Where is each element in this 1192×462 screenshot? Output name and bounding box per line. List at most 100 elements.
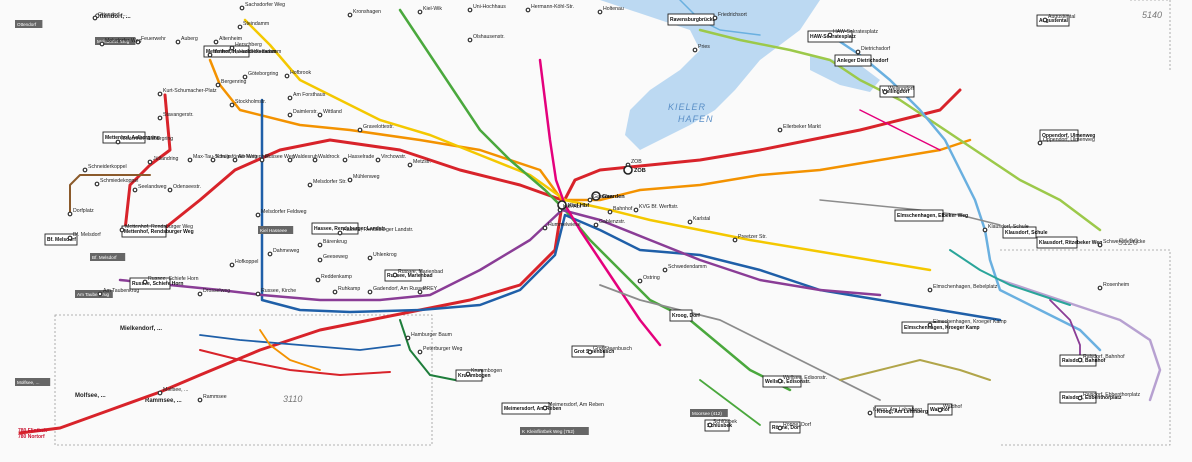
stop-marker[interactable] (867, 410, 873, 416)
stop-marker[interactable] (542, 225, 548, 231)
hub-marker[interactable] (591, 191, 601, 201)
stop-marker[interactable] (187, 157, 193, 163)
stop-marker[interactable] (157, 390, 163, 396)
stop-marker[interactable] (119, 227, 125, 233)
stop-marker[interactable] (1037, 140, 1043, 146)
stop-marker[interactable] (927, 322, 933, 328)
stop-marker[interactable] (587, 197, 593, 203)
stop-marker[interactable] (593, 222, 599, 228)
stop-marker[interactable] (1097, 242, 1103, 248)
stop-marker[interactable] (367, 255, 373, 261)
stop-marker[interactable] (407, 162, 413, 168)
stop-marker[interactable] (392, 272, 398, 278)
stop-marker[interactable] (1077, 395, 1083, 401)
stop-marker[interactable] (157, 91, 163, 97)
station-box[interactable]: Wellingdorf (879, 85, 915, 98)
stop-marker[interactable] (332, 289, 338, 295)
stop-marker[interactable] (525, 7, 531, 13)
station-box[interactable]: Oppendorf, Ulmenweg (1039, 129, 1095, 142)
stop-marker[interactable] (315, 277, 321, 283)
stop-marker[interactable] (267, 251, 273, 257)
stop-marker[interactable] (347, 12, 353, 18)
stop-marker[interactable] (115, 139, 121, 145)
stop-marker[interactable] (312, 157, 318, 163)
stop-marker[interactable] (937, 407, 943, 413)
stop-marker[interactable] (67, 235, 73, 241)
station-box[interactable]: Hassee, Rendsburger Landstr. (311, 222, 387, 235)
stop-marker[interactable] (465, 371, 471, 377)
stop-marker[interactable] (255, 291, 261, 297)
stop-marker[interactable] (597, 9, 603, 15)
stop-marker[interactable] (259, 157, 265, 163)
stop-marker[interactable] (637, 278, 643, 284)
stop-marker[interactable] (662, 267, 668, 273)
hub-marker[interactable] (557, 200, 567, 210)
stop-marker[interactable] (197, 397, 203, 403)
stop-marker[interactable] (777, 425, 783, 431)
station-box[interactable]: Bf. Melsdorf (44, 233, 78, 246)
stop-marker[interactable] (317, 257, 323, 263)
stop-marker[interactable] (317, 242, 323, 248)
stop-marker[interactable] (827, 32, 833, 38)
stop-marker[interactable] (317, 112, 323, 118)
station-box[interactable]: Klausdorf, Ritzebeker Weg (1036, 236, 1102, 249)
station-box[interactable]: Russee, Marienbad (384, 269, 433, 282)
stop-marker[interactable] (210, 157, 216, 163)
stop-marker[interactable] (67, 211, 73, 217)
stop-marker[interactable] (229, 102, 235, 108)
station-box[interactable]: Anleger Dietrichsdorf (834, 54, 888, 67)
stop-marker[interactable] (607, 209, 613, 215)
station-box[interactable]: Meimersdorf, Am Reben (501, 402, 561, 415)
stop-marker[interactable] (1097, 285, 1103, 291)
stop-marker[interactable] (882, 89, 888, 95)
station-box[interactable]: Mettenhof, Aalborgring (102, 131, 160, 144)
station-box[interactable]: Mettenhof, Hasseldieksdamm (203, 45, 277, 58)
stop-marker[interactable] (97, 291, 103, 297)
stop-marker[interactable] (215, 82, 221, 88)
stop-marker[interactable] (135, 39, 141, 45)
stop-marker[interactable] (167, 187, 173, 193)
stop-marker[interactable] (342, 157, 348, 163)
stop-marker[interactable] (237, 24, 243, 30)
stop-marker[interactable] (142, 279, 148, 285)
stop-marker[interactable] (1042, 17, 1048, 23)
stop-marker[interactable] (982, 227, 988, 233)
stop-marker[interactable] (229, 45, 235, 51)
stop-marker[interactable] (467, 7, 473, 13)
stop-marker[interactable] (732, 237, 738, 243)
stop-marker[interactable] (239, 5, 245, 11)
station-box[interactable]: Elmschenhagen, Elbeker Weg (894, 209, 968, 222)
stop-marker[interactable] (417, 9, 423, 15)
stop-marker[interactable] (94, 181, 100, 187)
stop-marker[interactable] (1077, 357, 1083, 363)
stop-marker[interactable] (307, 182, 313, 188)
stop-marker[interactable] (347, 177, 353, 183)
stop-marker[interactable] (157, 115, 163, 121)
stop-marker[interactable] (175, 39, 181, 45)
stop-marker[interactable] (542, 405, 548, 411)
stop-marker[interactable] (287, 95, 293, 101)
stop-marker[interactable] (229, 262, 235, 268)
station-box[interactable]: Augustental (1036, 14, 1070, 27)
stop-marker[interactable] (232, 157, 238, 163)
stop-marker[interactable] (467, 37, 473, 43)
stop-marker[interactable] (375, 157, 381, 163)
stop-marker[interactable] (284, 73, 290, 79)
station-box[interactable]: Klausdorf, Schule (1002, 226, 1048, 239)
stop-marker[interactable] (242, 74, 248, 80)
stop-marker[interactable] (367, 289, 373, 295)
stop-marker[interactable] (417, 289, 423, 295)
station-box[interactable]: Elmschenhagen, Kroeger Kamp (901, 321, 980, 334)
stop-marker[interactable] (132, 187, 138, 193)
stop-marker[interactable] (99, 41, 105, 47)
stop-marker[interactable] (197, 291, 203, 297)
station-box[interactable]: Russee, Schiefe Horn (129, 277, 183, 290)
station-box[interactable]: Kroog, Dorf (669, 309, 700, 322)
stop-marker[interactable] (287, 112, 293, 118)
stop-marker[interactable] (357, 127, 363, 133)
station-box[interactable]: Schlüsbek (704, 419, 732, 432)
stop-marker[interactable] (207, 52, 213, 58)
station-box[interactable]: Rönne, Dorf (769, 421, 801, 434)
stop-marker[interactable] (405, 335, 411, 341)
stop-marker[interactable] (417, 349, 423, 355)
